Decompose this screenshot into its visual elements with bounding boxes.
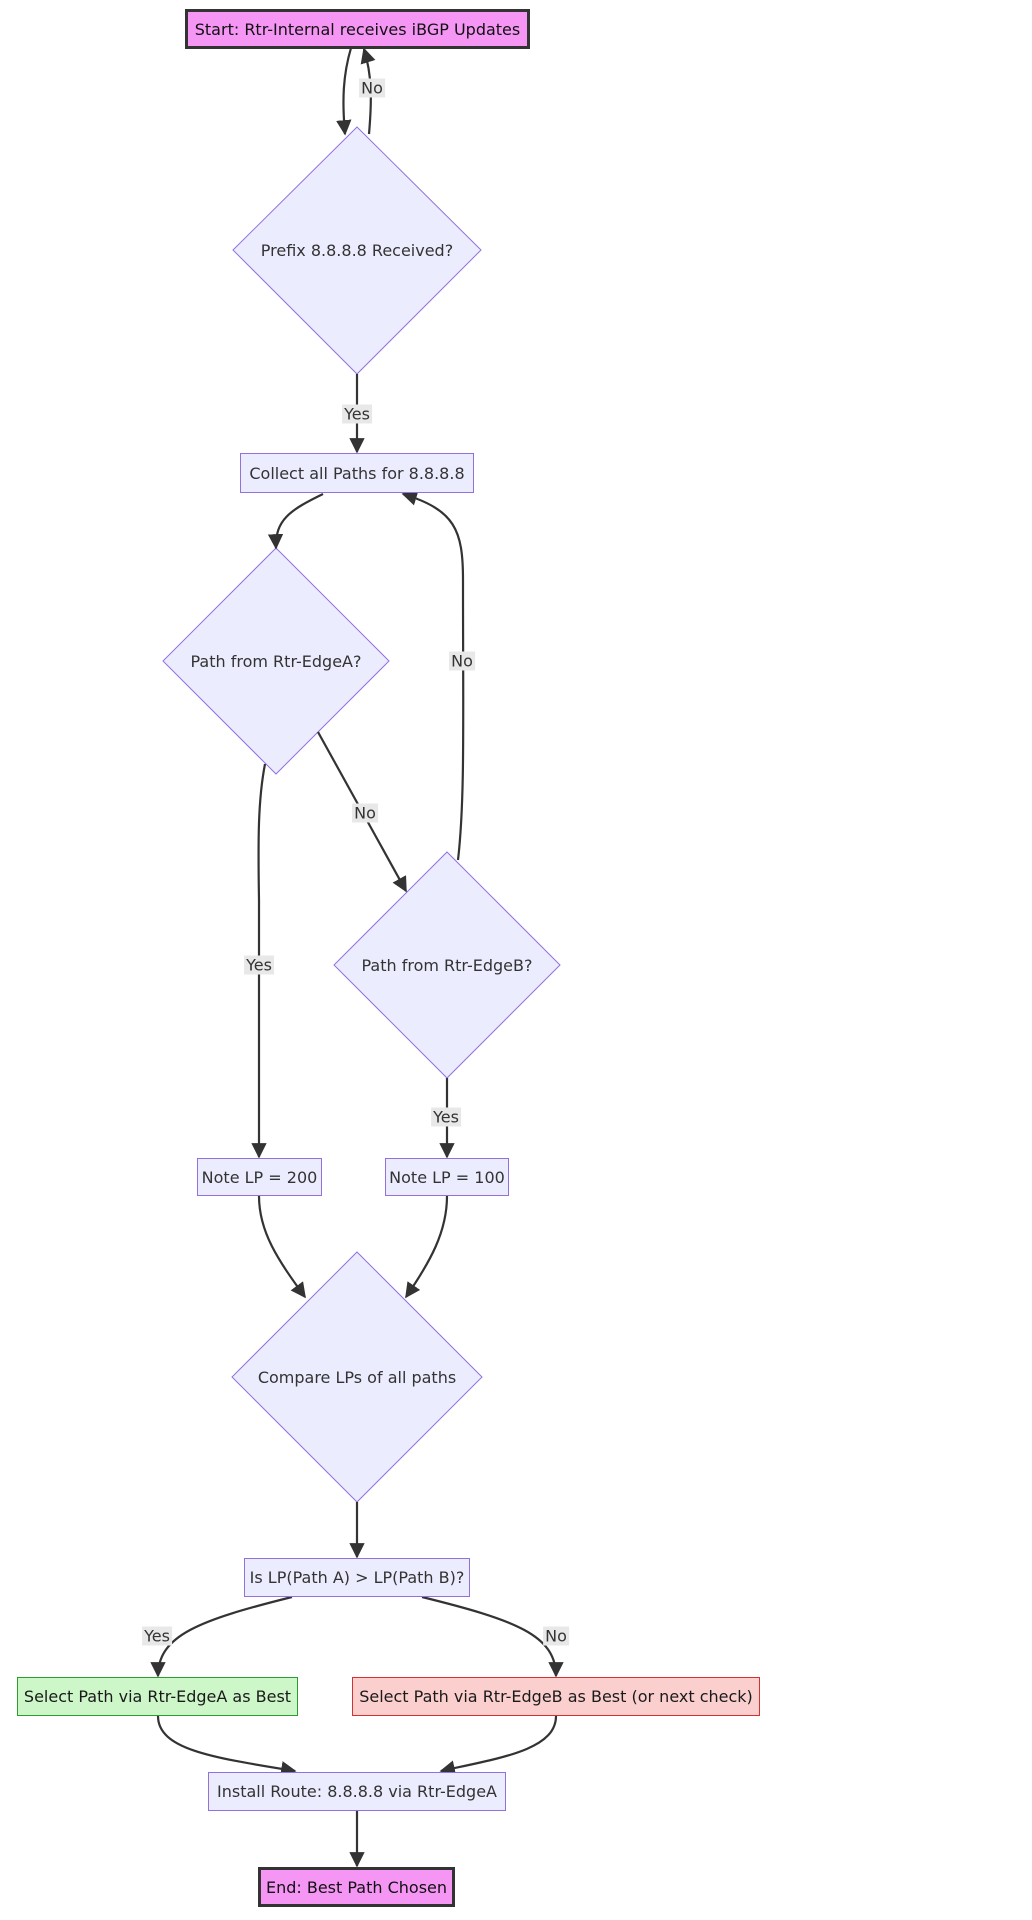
node-end: End: Best Path Chosen: [258, 1867, 455, 1907]
node-collect-paths: Collect all Paths for 8.8.8.8: [240, 453, 474, 493]
decision-from-edge-a: Path from Rtr-EdgeA?: [190, 651, 362, 671]
edge-label-lp-yes: Yes: [142, 1626, 172, 1646]
edge-question-yes: [150, 1595, 293, 1678]
node-note-lp-200: Note LP = 200: [197, 1158, 322, 1196]
decision-compare-lps: Compare LPs of all paths: [257, 1367, 457, 1387]
node-lp-compare-question: Is LP(Path A) > LP(Path B)?: [244, 1558, 470, 1597]
decision-prefix-received: Prefix 8.8.8.8 Received?: [260, 240, 454, 260]
node-select-edge-b: Select Path via Rtr-EdgeB as Best (or ne…: [352, 1677, 760, 1716]
edge-label-edge-a-yes: Yes: [244, 955, 274, 975]
edge-label-edge-a-no: No: [352, 803, 378, 823]
edge-label-lp-no: No: [543, 1626, 569, 1646]
edge-lp100-to-compare: [405, 1195, 449, 1299]
node-select-edge-a: Select Path via Rtr-EdgeA as Best: [17, 1677, 298, 1716]
edge-collect-to-edge-a: [267, 493, 324, 550]
edge-label-edge-b-yes: Yes: [431, 1107, 461, 1127]
edge-select-b-to-install: [439, 1715, 558, 1776]
decision-from-edge-b: Path from Rtr-EdgeB?: [361, 955, 533, 975]
edge-edge-b-no: [401, 490, 465, 861]
edge-select-a-to-install: [156, 1715, 297, 1777]
edge-label-edge-b-no: No: [449, 651, 475, 671]
edge-start-to-prefix: [336, 47, 353, 136]
edge-label-prefix-no: No: [359, 78, 385, 98]
node-install-route: Install Route: 8.8.8.8 via Rtr-EdgeA: [208, 1772, 506, 1811]
edge-lp200-to-compare: [257, 1195, 306, 1299]
node-start: Start: Rtr-Internal receives iBGP Update…: [185, 9, 530, 49]
node-note-lp-100: Note LP = 100: [385, 1158, 509, 1196]
edge-label-prefix-yes: Yes: [342, 404, 372, 424]
edge-question-no: [421, 1595, 564, 1678]
